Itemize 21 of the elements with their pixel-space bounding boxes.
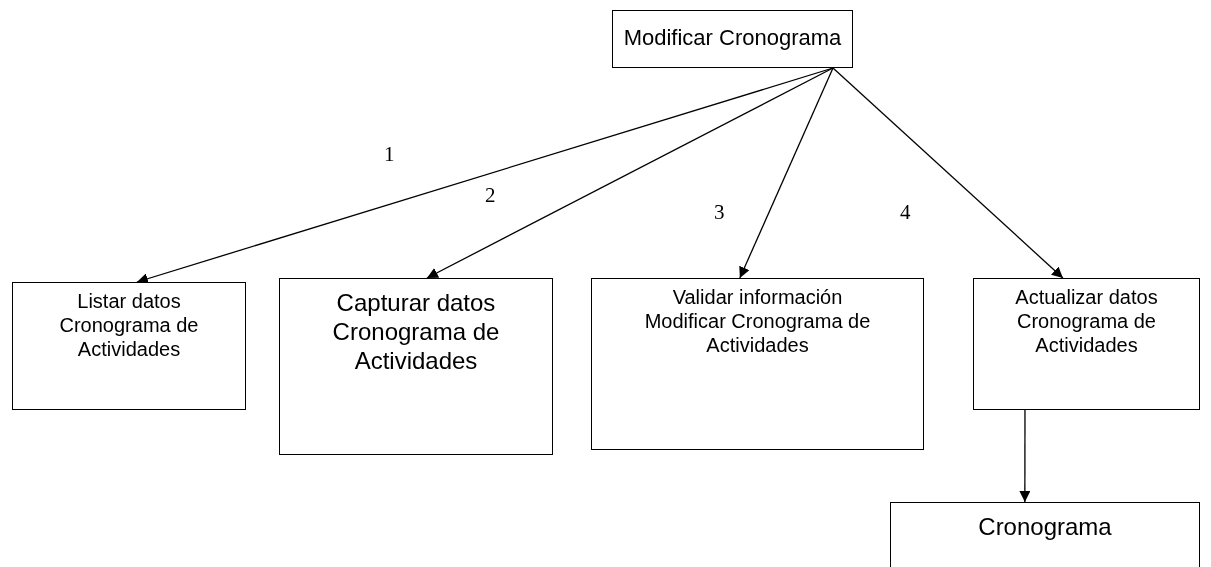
edge-label: 1 (384, 142, 395, 167)
box-label: Cronograma (978, 513, 1112, 542)
box-label: Validar información Modificar Cronograma de Actividades (643, 285, 872, 357)
process-box (890, 502, 1200, 567)
box-label: Actualizar datos Cronograma de Actividades (1014, 285, 1159, 357)
arrow (739, 67, 834, 279)
edge-label: 4 (900, 200, 911, 225)
process-box (973, 278, 1200, 410)
box-label: Modificar Cronograma (623, 25, 842, 52)
box-label: Listar datos Cronograma de Actividades (58, 289, 200, 361)
box-label: Capturar datos Cronograma de Actividades (331, 289, 501, 376)
arrow (832, 67, 1064, 279)
edge-label: 3 (714, 200, 725, 225)
arrow (136, 67, 834, 284)
arrow (1019, 409, 1031, 503)
arrow (426, 67, 834, 279)
process-box (612, 10, 853, 68)
process-box (12, 282, 246, 410)
process-box (591, 278, 924, 450)
edge-label: 2 (485, 183, 496, 208)
process-box (279, 278, 553, 455)
